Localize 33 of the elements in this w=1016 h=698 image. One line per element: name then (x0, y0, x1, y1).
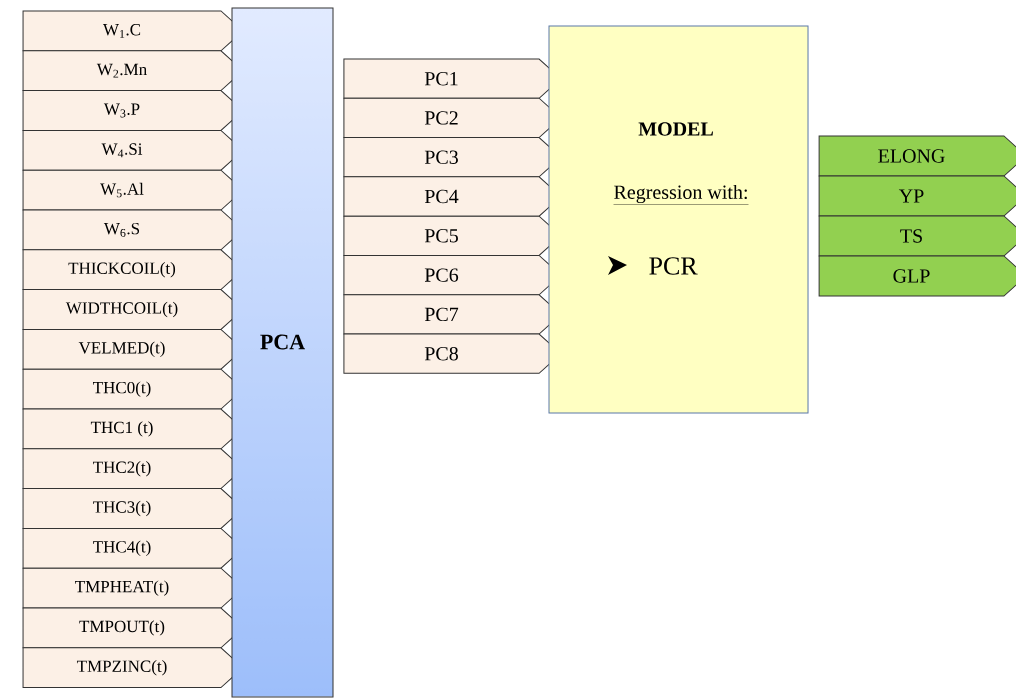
component-tab: PC6 (343, 254, 562, 296)
input-tab: W$_{6}$.S (22, 209, 244, 251)
input-tab: TMPHEAT(t) (22, 567, 244, 609)
input-tab: THC3(t) (22, 488, 244, 529)
component-tab: PC5 (343, 215, 562, 256)
component-tab: PC1 (343, 58, 562, 99)
input-tab: THC1 (t) (22, 408, 244, 450)
component-tab: PC4 (343, 176, 562, 217)
input-tab: W$_{1}$.C (22, 10, 244, 52)
component-tab: PC8 (343, 333, 562, 374)
pca-box: PCA (231, 7, 334, 698)
underlined-heading: Regression with: (613, 184, 749, 205)
output-tab: GLP (818, 255, 1016, 297)
output-tab: TS (818, 215, 1016, 257)
bullet-item: PCR (649, 257, 698, 275)
input-tab: THC4(t) (22, 527, 244, 569)
input-tab: VELMED(t) (22, 328, 244, 370)
box-heading: MODEL (638, 122, 713, 136)
input-tab: W$_{3}$.P (22, 90, 244, 131)
input-tab: W$_{4}$.Si (22, 129, 244, 171)
input-tab: W$_{2}$.Mn (22, 50, 244, 92)
component-tab: PC3 (343, 137, 562, 178)
input-tab: TMPZINC(t) (22, 647, 244, 689)
input-tab: WIDTHCOIL(t) (22, 289, 244, 330)
input-tab: THC2(t) (22, 448, 244, 490)
output-tab: YP (818, 175, 1016, 217)
output-tab: ELONG (818, 135, 1016, 177)
input-tab: TMPOUT(t) (22, 607, 244, 649)
input-tab: THICKCOIL(t) (22, 249, 244, 291)
input-tab: THC0(t) (22, 368, 244, 410)
component-tab: PC2 (343, 97, 562, 139)
input-tab: W$_{5}$.Al (22, 169, 244, 211)
component-tab: PC7 (343, 294, 562, 335)
